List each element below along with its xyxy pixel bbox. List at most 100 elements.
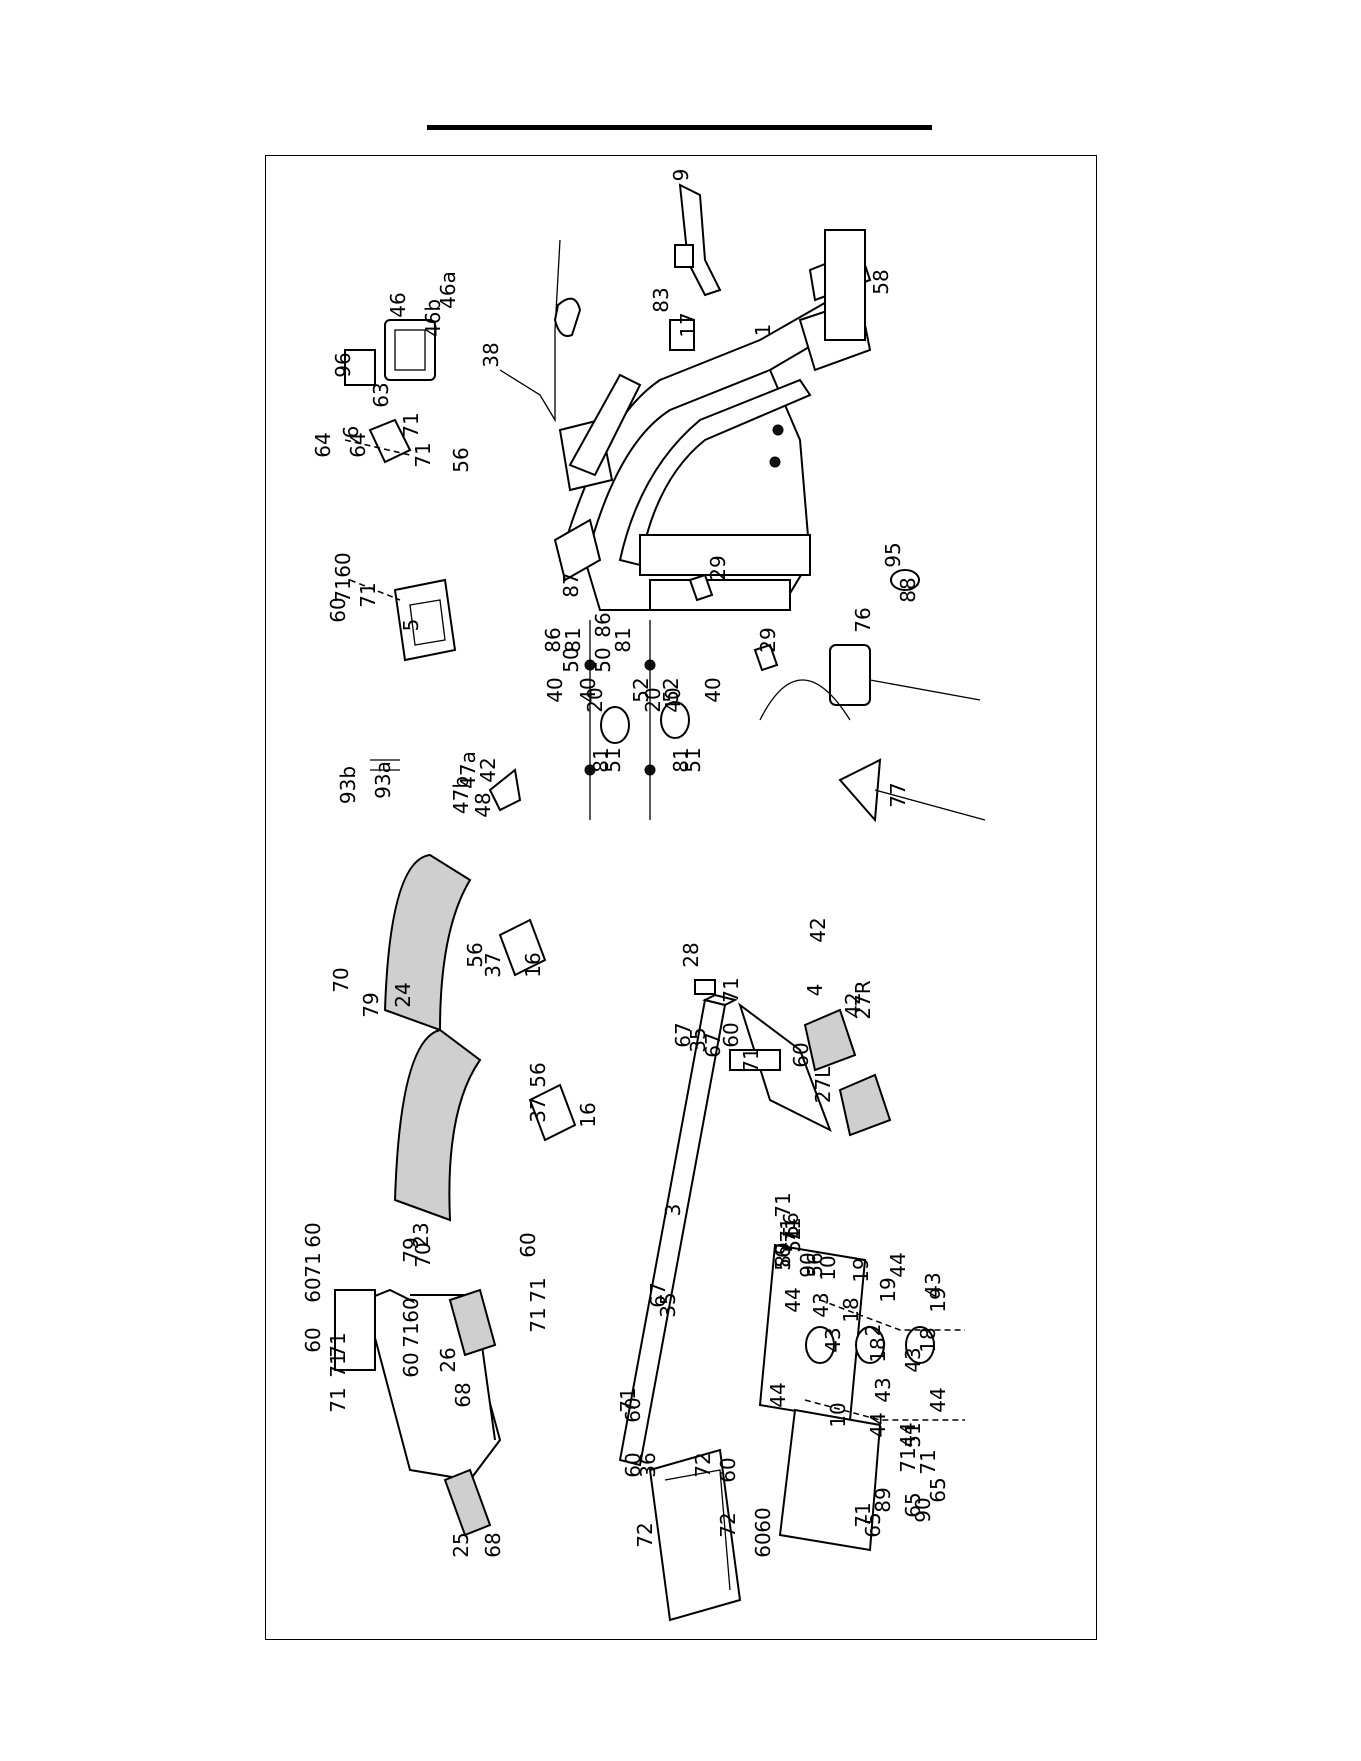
callout-p60i: 60 — [719, 1022, 743, 1047]
callout-p43e: 43 — [921, 1272, 945, 1297]
part-36-seat — [648, 1448, 742, 1622]
wheel-assembly — [758, 1243, 965, 1552]
callout-p42a: 42 — [806, 917, 830, 942]
callout-p71p: 71 — [781, 1217, 805, 1242]
callout-p70a: 70 — [329, 967, 353, 992]
callout-p26: 26 — [436, 1347, 460, 1372]
callout-p81b: 81 — [611, 627, 635, 652]
callout-p56d: 56 — [771, 1245, 795, 1270]
callout-p27L: 27L — [811, 1066, 835, 1103]
callout-p81c: 81 — [589, 747, 613, 772]
callout-p43c: 43 — [871, 1377, 895, 1402]
callout-p37a: 37 — [481, 952, 505, 977]
callout-p96: 96 — [331, 352, 355, 377]
callout-p71h: 71 — [616, 1387, 640, 1412]
callout-p60j: 60 — [789, 1042, 813, 1067]
callout-p35a: 35 — [686, 1027, 710, 1052]
callout-p44d: 44 — [896, 1422, 920, 1447]
callout-p46a: 46a — [436, 271, 460, 309]
callout-p77: 77 — [886, 782, 910, 807]
callout-p19a: 19 — [849, 1257, 873, 1282]
callout-p47a: 47a — [456, 751, 480, 789]
callout-p60l: 60 — [331, 552, 355, 577]
callout-p10a: 10 — [816, 1255, 840, 1280]
callout-p89b: 89 — [871, 1487, 895, 1512]
callout-p60g: 60 — [621, 1397, 645, 1422]
diagram-frame — [265, 155, 1097, 1640]
callout-p65b: 65 — [901, 1492, 925, 1517]
wheel-bearing-set — [584, 620, 690, 820]
callout-p18a: 18 — [839, 1297, 863, 1322]
callout-p81d: 81 — [669, 747, 693, 772]
callout-p60d: 60 — [399, 1297, 423, 1322]
part-17-bracket — [669, 319, 695, 351]
callout-p64b: 64 — [346, 432, 370, 457]
callout-p71g: 71 — [526, 1277, 550, 1302]
callout-p25: 25 — [449, 1532, 473, 1557]
callout-p19b: 19 — [876, 1277, 900, 1302]
callout-p90b: 90 — [911, 1497, 935, 1522]
part-76-pump — [759, 644, 981, 721]
callout-p44f: 44 — [886, 1252, 910, 1277]
callout-p71t: 71 — [776, 1217, 800, 1242]
callout-p60m: 60 — [716, 1457, 740, 1482]
callout-p52b: 52 — [659, 677, 683, 702]
part-93-bolts — [370, 759, 400, 771]
callout-p65a: 65 — [861, 1512, 885, 1537]
part-37-cover-a — [498, 918, 547, 977]
callout-p71k: 71 — [331, 577, 355, 602]
callout-p52a: 52 — [629, 677, 653, 702]
callout-p40b: 40 — [576, 677, 600, 702]
callout-p67b: 67 — [701, 1032, 725, 1057]
part-47-latch — [488, 768, 522, 812]
callout-p71i: 71 — [719, 977, 743, 1002]
callout-p87: 87 — [559, 572, 583, 597]
part-77-funnel — [838, 758, 986, 823]
part-28-endcap — [694, 979, 716, 995]
callout-p9: 9 — [669, 169, 693, 182]
callout-p44e: 44 — [926, 1387, 950, 1412]
callout-p60o: 60 — [751, 1532, 775, 1557]
pedal-24 — [383, 853, 472, 1032]
callout-p51a: 51 — [601, 747, 625, 772]
main-frame-part-1 — [558, 229, 872, 611]
callout-p95: 95 — [881, 542, 905, 567]
part-29-clip-a — [688, 573, 714, 602]
part-2-front-stabilizer — [334, 1288, 502, 1537]
callout-p51d: 51 — [901, 1422, 925, 1447]
callout-p24: 24 — [391, 982, 415, 1007]
callout-p4: 4 — [803, 984, 827, 997]
callout-p93a: 93a — [371, 761, 395, 799]
callout-p38: 38 — [479, 342, 503, 367]
callout-p50b: 50 — [591, 647, 615, 672]
callout-p29a: 29 — [706, 555, 730, 580]
callout-p48: 48 — [471, 792, 495, 817]
callout-p60a: 60 — [301, 1222, 325, 1247]
callout-p63: 63 — [369, 382, 393, 407]
part-9-handlebar — [674, 183, 722, 297]
callout-p56a: 56 — [463, 942, 487, 967]
callout-p16a: 16 — [521, 952, 545, 977]
callout-p3: 3 — [661, 1204, 685, 1217]
callout-p44a: 44 — [781, 1287, 805, 1312]
part-5-bracket — [393, 578, 457, 662]
callout-p71e: 71 — [399, 1322, 423, 1347]
callout-p29b: 29 — [756, 627, 780, 652]
callout-p71m: 71 — [399, 412, 423, 437]
callout-p18b: 18 — [866, 1337, 890, 1362]
callout-p60b: 60 — [301, 1277, 325, 1302]
callout-p72b: 72 — [691, 1452, 715, 1477]
callout-p10b: 10 — [826, 1402, 850, 1427]
callout-p71f: 71 — [526, 1307, 550, 1332]
callout-p56f: 56 — [449, 447, 473, 472]
part-3-rail-beam — [618, 993, 738, 1467]
callout-p71d: 71 — [326, 1387, 350, 1412]
callout-p81a: 81 — [561, 627, 585, 652]
callout-p56c: 56 — [779, 1212, 803, 1237]
callout-p72a: 72 — [633, 1522, 657, 1547]
callout-p60c: 60 — [301, 1327, 325, 1352]
part-96-bracket — [344, 349, 376, 386]
callout-p60n: 60 — [751, 1507, 775, 1532]
callout-p46b: 46b — [421, 299, 445, 337]
